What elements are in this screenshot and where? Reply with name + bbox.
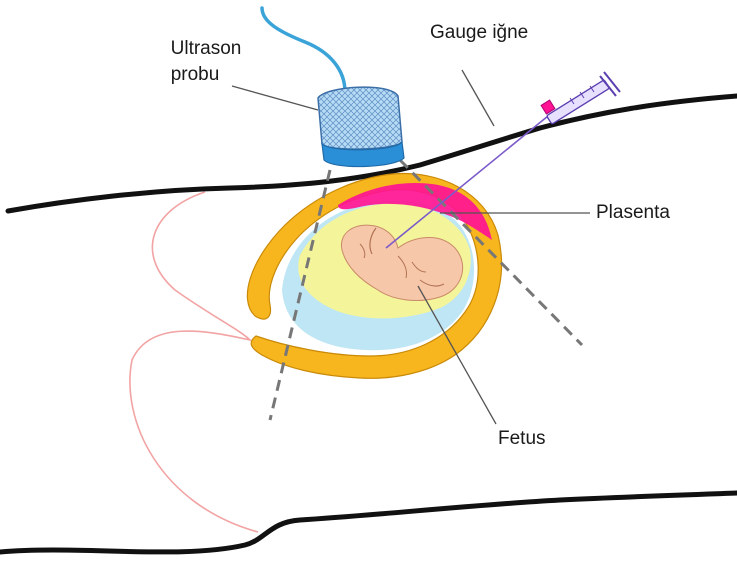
- leader-line-gauge: [462, 70, 494, 126]
- leader-line-probe: [232, 86, 318, 110]
- leg-contour: [130, 192, 258, 532]
- fetus-label: Fetus: [498, 428, 546, 450]
- probe-cable: [262, 8, 345, 92]
- ultrasound-probe-icon: [262, 8, 404, 167]
- lower-body-outline: [0, 493, 737, 552]
- ultrasound-probe-label-line2: probu: [158, 64, 232, 86]
- ultrasound-probe-label-line1: Ultrason: [158, 38, 254, 60]
- gauge-needle-label: Gauge iğne: [430, 22, 528, 44]
- placenta-label: Plasenta: [596, 202, 670, 224]
